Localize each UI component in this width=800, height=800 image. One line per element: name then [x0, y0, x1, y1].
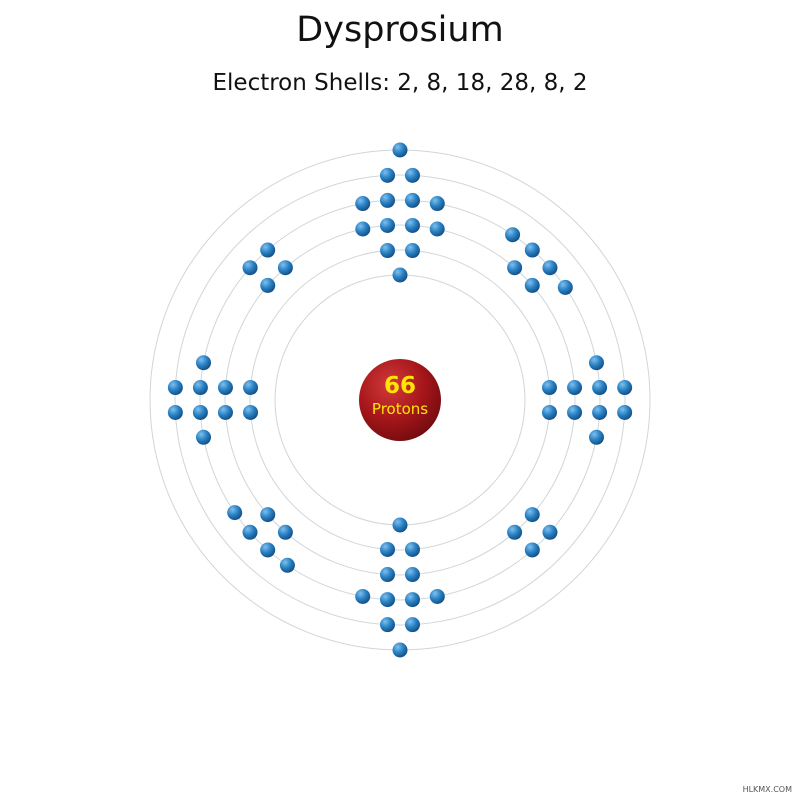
nucleus: [359, 359, 441, 441]
electron-shell-4: [260, 242, 276, 258]
electron-shell-5: [617, 380, 633, 396]
electron-shell-4: [588, 355, 604, 371]
electron-shell-4: [355, 196, 371, 212]
electron-shell-2: [541, 380, 557, 396]
electron-shell-4: [592, 404, 608, 420]
electron-shell-2: [380, 243, 396, 259]
electron-shell-2: [404, 243, 420, 259]
electron-shell-3: [217, 380, 233, 396]
electron-shells-label: Electron Shells: 2, 8, 18, 28, 8, 2: [212, 70, 588, 96]
orbit-ring-2: [249, 249, 551, 551]
electron-shell-4: [524, 242, 540, 258]
electron-shell-3: [567, 380, 583, 396]
electron-shell-4: [380, 192, 396, 208]
electron-shell-2: [404, 541, 420, 557]
electron-shell-3: [260, 507, 276, 523]
electron-shell-4: [542, 260, 558, 276]
electron-shell-5: [404, 167, 420, 183]
watermark: HLKMX.COM: [742, 785, 792, 794]
electron-shell-2: [541, 404, 557, 420]
electron-shell-4: [227, 505, 243, 521]
electron-shell-4: [196, 355, 212, 371]
electron-shell-4: [279, 557, 295, 573]
electron-shell-4: [192, 380, 208, 396]
electron-shell-3: [217, 404, 233, 420]
electron-shell-5: [380, 167, 396, 183]
electron-shell-4: [592, 380, 608, 396]
electron-shell-3: [355, 221, 371, 237]
electron-shell-1: [392, 517, 408, 533]
electron-shell-6: [392, 142, 408, 158]
electron-shell-4: [404, 592, 420, 608]
electron-shell-3: [429, 221, 445, 237]
electron-shell-1: [392, 267, 408, 283]
electron-shell-3: [260, 277, 276, 293]
electron-shell-4: [242, 524, 258, 540]
electron-shell-4: [380, 592, 396, 608]
electrons: [167, 142, 633, 658]
electron-shell-5: [380, 617, 396, 633]
electron-shell-3: [524, 507, 540, 523]
electron-shell-4: [557, 279, 573, 295]
electron-shell-4: [260, 542, 276, 558]
electron-shell-3: [507, 524, 523, 540]
electron-shell-4: [192, 404, 208, 420]
protons-label: Protons: [372, 400, 428, 418]
electron-shell-4: [524, 542, 540, 558]
electron-shell-4: [542, 524, 558, 540]
orbit-ring-4: [199, 199, 601, 601]
electron-shell-4: [505, 227, 521, 243]
electron-shell-2: [243, 404, 259, 420]
electron-shell-5: [167, 404, 183, 420]
electron-shell-4: [242, 260, 258, 276]
electron-shell-3: [404, 567, 420, 583]
electron-shell-4: [404, 192, 420, 208]
electron-shell-4: [429, 588, 445, 604]
electron-shell-3: [404, 217, 420, 233]
electron-shell-4: [196, 429, 212, 445]
electron-shell-3: [380, 217, 396, 233]
proton-count: 66: [384, 373, 416, 399]
electron-shell-4: [429, 196, 445, 212]
orbit-ring-5: [174, 174, 626, 626]
electron-shell-5: [404, 617, 420, 633]
element-title: Dysprosium: [296, 10, 504, 50]
electron-shell-3: [380, 567, 396, 583]
electron-shell-3: [507, 260, 523, 276]
electron-shell-3: [567, 404, 583, 420]
electron-shell-2: [243, 380, 259, 396]
electron-shell-6: [392, 642, 408, 658]
electron-shell-3: [524, 277, 540, 293]
electron-shell-3: [277, 260, 293, 276]
electron-shell-3: [277, 524, 293, 540]
electron-shell-2: [380, 541, 396, 557]
orbit-ring-3: [224, 224, 576, 576]
electron-shell-4: [355, 588, 371, 604]
electron-shell-4: [588, 429, 604, 445]
electron-shell-5: [167, 380, 183, 396]
electron-shell-5: [617, 404, 633, 420]
